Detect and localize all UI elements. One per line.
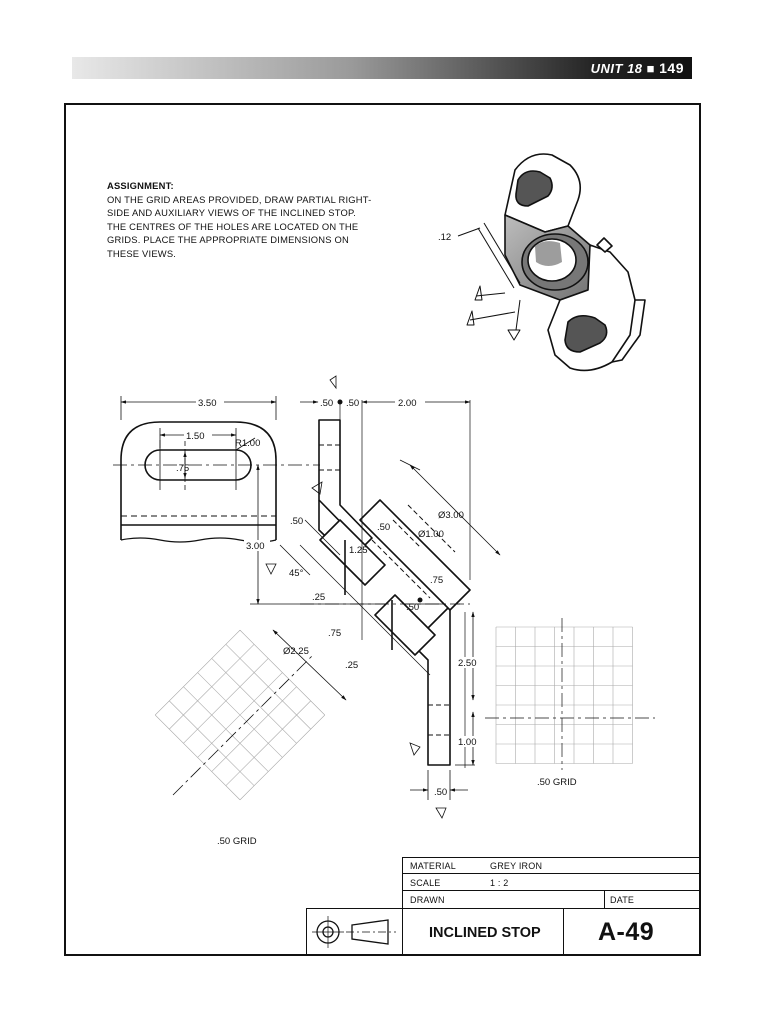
date-label: DATE xyxy=(610,895,635,905)
drawn-label: DRAWN xyxy=(410,895,445,905)
front-view xyxy=(113,421,320,543)
assignment-line: THESE VIEWS. xyxy=(107,247,177,259)
pictorial-view xyxy=(457,153,646,372)
separator-mark: ■ xyxy=(646,61,656,76)
dim-slot-centers: 1.50 xyxy=(186,431,205,442)
dim-25-b: .25 xyxy=(345,660,358,671)
inclined-view xyxy=(318,419,471,766)
drawing-number: A-49 xyxy=(598,918,655,946)
page-number: 149 xyxy=(659,60,684,76)
right-view-grid xyxy=(495,626,633,764)
dim-angle: 45° xyxy=(289,568,304,579)
dim-offset: 2.00 xyxy=(398,398,417,409)
dim-slot-width: .75 xyxy=(176,463,189,474)
dim-50-c: .50 xyxy=(406,602,419,613)
scale-value: 1 : 2 xyxy=(490,878,509,888)
assignment-text: ASSIGNMENT: ON THE GRID AREAS PROVIDED, … xyxy=(107,179,407,260)
left-grid-label: .50 GRID xyxy=(217,836,257,847)
right-grid-label: .50 GRID xyxy=(537,777,577,788)
projection-symbol-icon xyxy=(312,916,396,948)
scale-row xyxy=(402,873,701,891)
dim-50-b: .50 xyxy=(377,522,390,533)
dim-75-b: .75 xyxy=(328,628,341,639)
dim-radius: R1.00 xyxy=(235,438,260,449)
assignment-line: ON THE GRID AREAS PROVIDED, DRAW PARTIAL… xyxy=(107,193,372,205)
assignment-heading: ASSIGNMENT: xyxy=(107,180,174,191)
dim-50-a: .50 xyxy=(290,516,303,527)
dim-125: 1.25 xyxy=(349,545,368,556)
dim-top-right: .50 xyxy=(346,398,359,409)
assignment-line: THE CENTRES OF THE HOLES ARE LOCATED ON … xyxy=(107,220,359,232)
dim-250: 2.50 xyxy=(458,658,477,669)
dim-top-left: .50 xyxy=(320,398,333,409)
header-bar: UNIT 18 ■ 149 xyxy=(72,57,692,79)
dim-hole-diameter: Ø1.00 xyxy=(418,529,444,540)
dim-large-diameter: Ø3.00 xyxy=(438,510,464,521)
dim-100: 1.00 xyxy=(458,737,477,748)
material-value: GREY IRON xyxy=(490,861,543,871)
dim-overall-width: 3.50 xyxy=(198,398,217,409)
dim-height: 3.00 xyxy=(246,541,265,552)
unit-label: UNIT 18 xyxy=(590,61,643,76)
scale-label: SCALE xyxy=(410,878,441,888)
assignment-line: SIDE AND AUXILIARY VIEWS OF THE INCLINED… xyxy=(107,207,357,218)
page-header-text: UNIT 18 ■ 149 xyxy=(591,60,684,76)
dim-large-offset-diameter: Ø2.25 xyxy=(283,646,309,657)
number-box xyxy=(563,908,701,956)
assignment-line: GRIDS. PLACE THE APPROPRIATE DIMENSIONS … xyxy=(107,234,349,245)
dim-75-a: .75 xyxy=(430,575,443,586)
dim-bottom: .50 xyxy=(434,787,447,798)
dim-25-a: .25 xyxy=(312,592,325,603)
material-label: MATERIAL xyxy=(410,861,456,871)
drawing-title: INCLINED STOP xyxy=(429,925,541,941)
pictorial-thickness-label: .12 xyxy=(438,232,451,243)
left-auxiliary-grid xyxy=(154,629,326,801)
